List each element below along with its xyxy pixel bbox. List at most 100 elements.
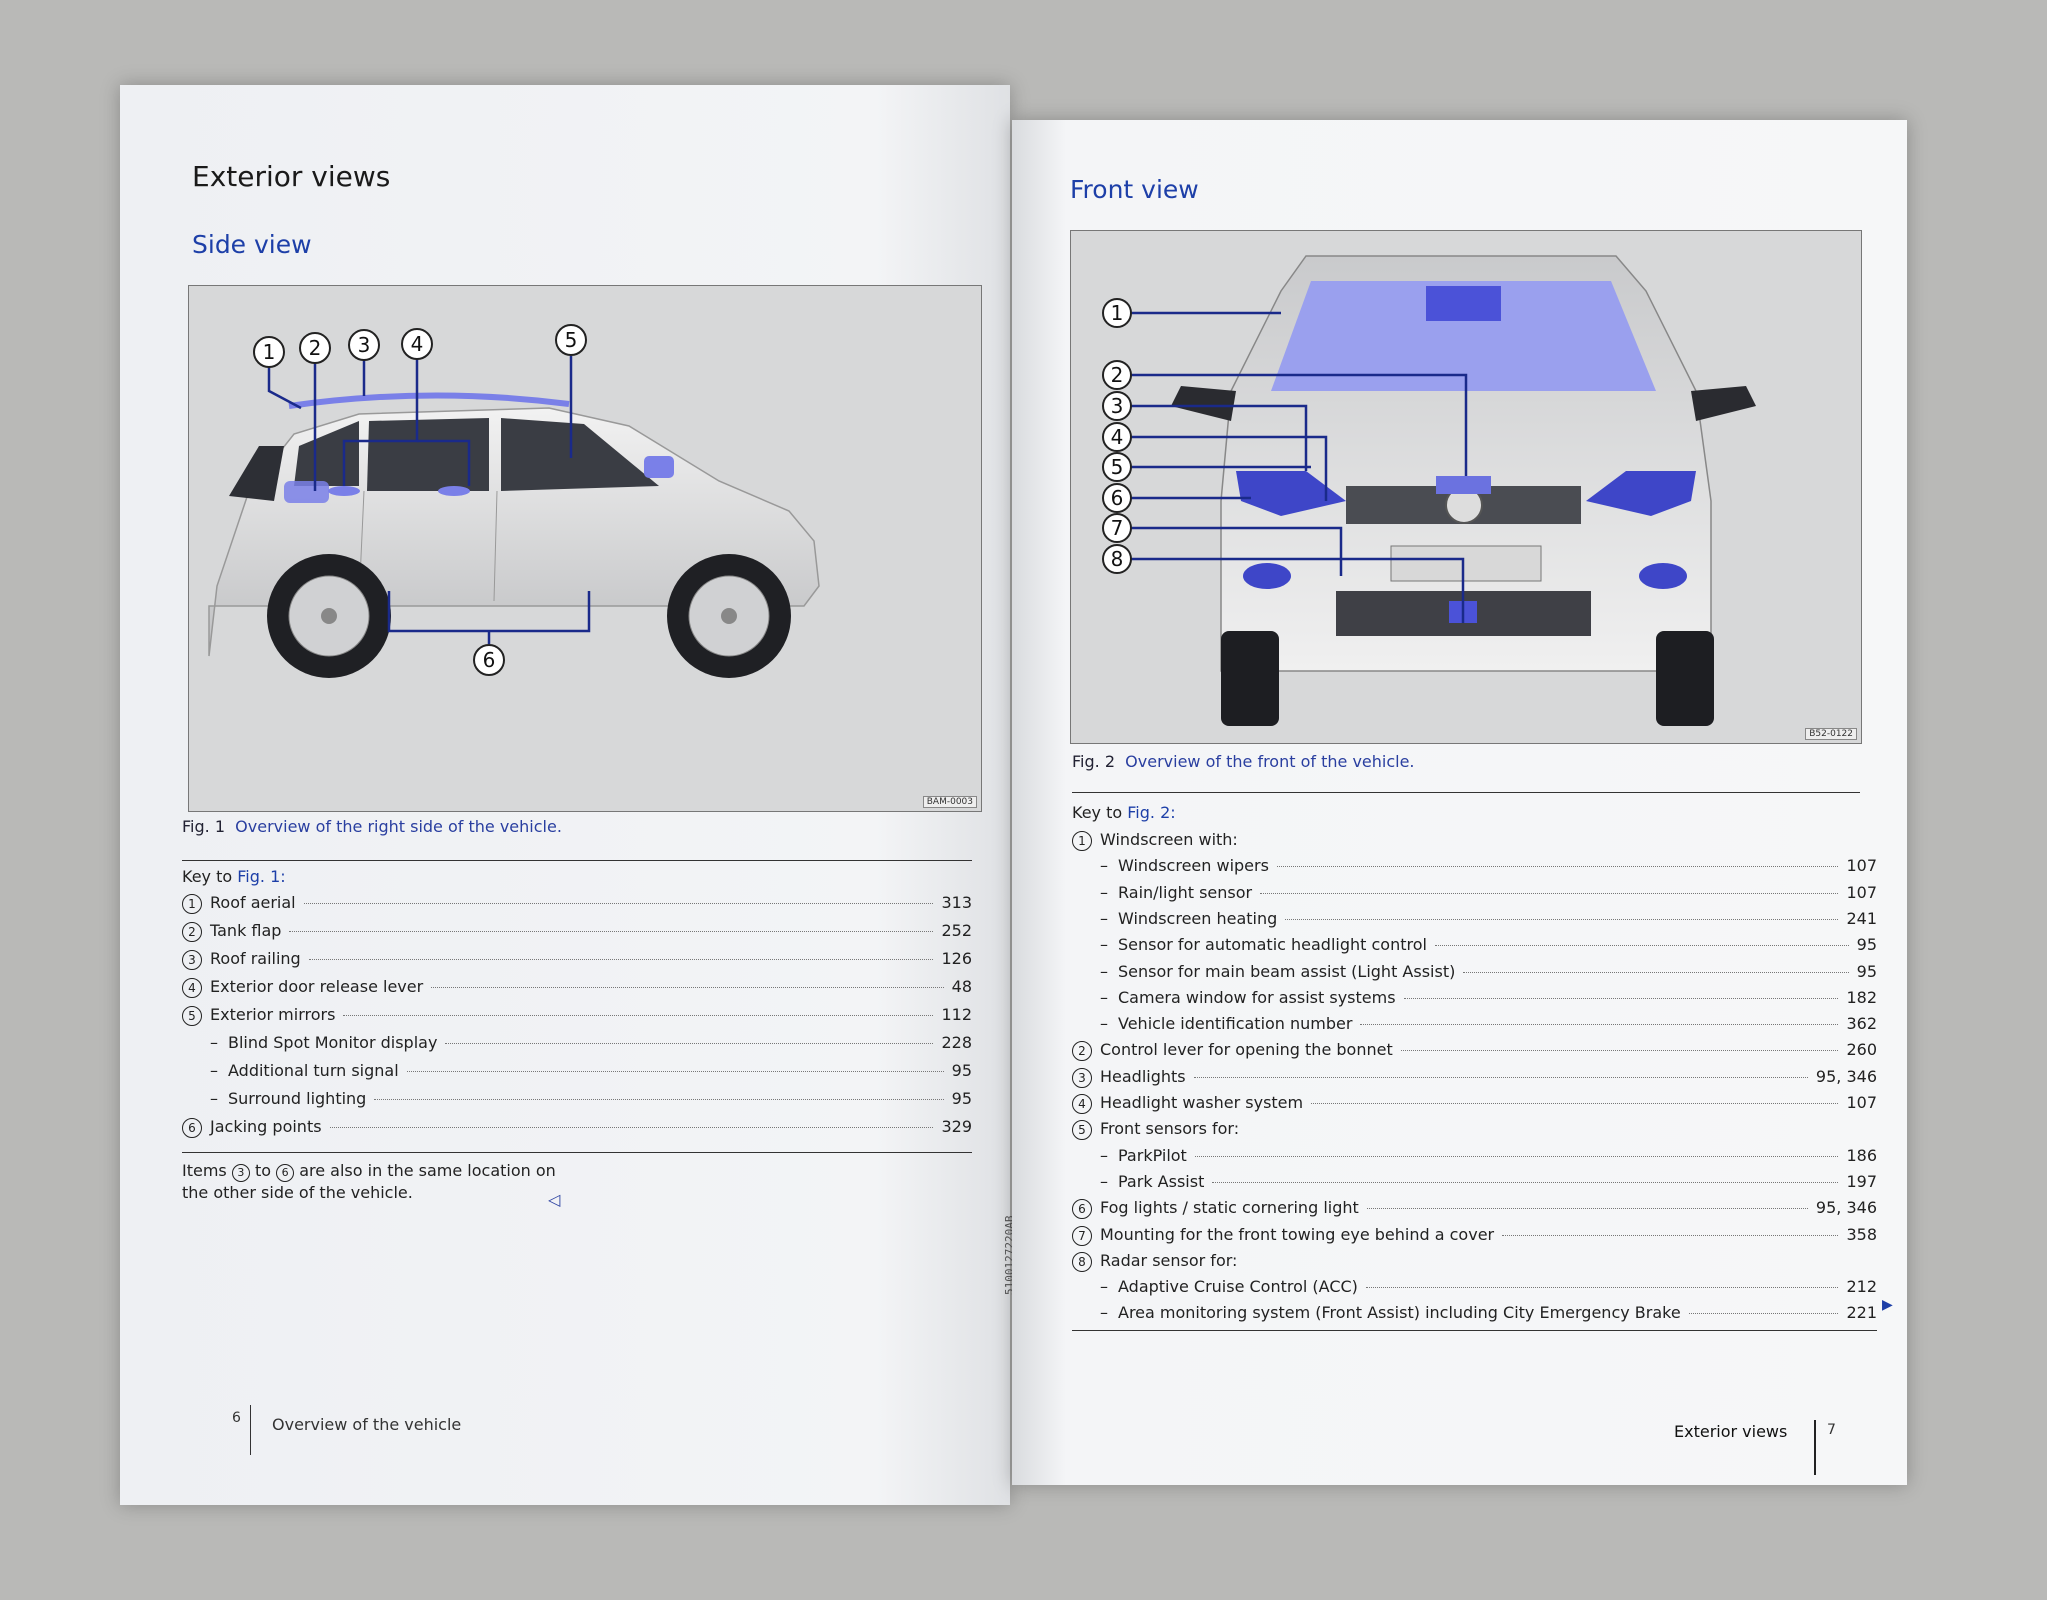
item-dash: – (1100, 1171, 1108, 1191)
item-label: Radar sensor for: (1100, 1250, 1238, 1270)
section-heading-side-view: Side view (192, 230, 312, 259)
item-page[interactable]: 126 (941, 949, 972, 968)
item-page[interactable]: 260 (1846, 1040, 1877, 1060)
item-page[interactable]: 95 (951, 1061, 972, 1080)
item-page[interactable]: 107 (1846, 1093, 1877, 1112)
divider (182, 1152, 972, 1153)
item-dash: – (1100, 1303, 1108, 1323)
figure-code: BAM-0003 (922, 796, 977, 808)
item-label: Headlight washer system (1100, 1093, 1304, 1112)
item-number: 6 (1072, 1199, 1092, 1220)
key-item: 1 Windscreen with: (1072, 830, 1877, 851)
item-number: 3 (1072, 1067, 1092, 1088)
item-page[interactable]: 95 (1856, 935, 1877, 955)
item-page[interactable]: 95, 346 (1815, 1198, 1877, 1218)
item-page[interactable]: 95 (1856, 961, 1877, 981)
item-page[interactable]: 107 (1846, 882, 1877, 902)
running-footer: Exterior views (1674, 1422, 1788, 1441)
caption-figure-label: Fig. 1 (182, 817, 225, 836)
item-dash: – (1100, 882, 1108, 902)
item-dash: – (1100, 987, 1108, 1007)
svg-text:2: 2 (1111, 363, 1124, 387)
figure-caption: Fig. 2 Overview of the front of the vehi… (1072, 752, 1415, 771)
callout-5: 5 (555, 324, 587, 356)
item-label: Roof railing (210, 949, 301, 968)
leader-dots (406, 1071, 944, 1072)
item-dash: – (1100, 1277, 1108, 1297)
item-dash: – (1100, 935, 1108, 955)
item-label: Exterior door release lever (210, 977, 424, 996)
svg-text:1: 1 (1111, 301, 1124, 325)
item-page[interactable]: 252 (941, 921, 972, 940)
callout-6: 6 (1102, 483, 1132, 513)
item-label: Jacking points (210, 1117, 322, 1136)
svg-text:5: 5 (565, 328, 578, 352)
callout-2: 2 (299, 332, 331, 364)
item-page[interactable]: 48 (951, 977, 972, 996)
leader-dots (1400, 1050, 1839, 1052)
item-number: 2 (1072, 1041, 1092, 1062)
item-page[interactable]: 95 (951, 1089, 972, 1108)
item-label: Additional turn signal (228, 1061, 399, 1080)
item-label: Roof aerial (210, 893, 296, 912)
item-page[interactable]: 329 (941, 1117, 972, 1136)
item-page[interactable]: 112 (941, 1005, 972, 1024)
side-view-car-illustration: 1 2 3 4 5 6 (208, 324, 820, 678)
leader-dots (431, 987, 944, 988)
item-page[interactable]: 241 (1846, 908, 1877, 928)
item-number: 1 (1072, 831, 1092, 851)
leader-dots (303, 903, 934, 904)
item-label: Sensor for main beam assist (Light Assis… (1118, 961, 1456, 981)
svg-text:8: 8 (1111, 547, 1124, 571)
continue-arrow-icon: ▶ (1882, 1297, 1893, 1313)
item-label: Area monitoring system (Front Assist) in… (1118, 1303, 1681, 1323)
item-page[interactable]: 313 (941, 893, 972, 912)
svg-text:6: 6 (483, 648, 496, 672)
leader-dots (1360, 1024, 1839, 1026)
item-label: Windscreen wipers (1118, 856, 1269, 876)
leader-dots (445, 1043, 934, 1044)
item-number: 5 (1072, 1120, 1092, 1141)
item-label: Camera window for assist systems (1118, 987, 1396, 1007)
item-label: Adaptive Cruise Control (ACC) (1118, 1277, 1358, 1297)
svg-text:2: 2 (309, 336, 322, 360)
item-number: 4 (182, 978, 202, 998)
item-page[interactable]: 95, 346 (1815, 1066, 1877, 1086)
key-item: –Camera window for assist systems 182 (1100, 988, 1877, 1007)
item-label: Park Assist (1118, 1171, 1205, 1191)
item-page[interactable]: 358 (1846, 1224, 1877, 1244)
item-label: Windscreen with: (1100, 830, 1238, 849)
item-page[interactable]: 182 (1846, 987, 1877, 1007)
item-page[interactable]: 212 (1846, 1277, 1877, 1297)
svg-text:1: 1 (263, 340, 276, 364)
item-page[interactable]: 221 (1846, 1303, 1877, 1323)
leader-dots (1311, 1103, 1839, 1104)
leader-dots (1403, 997, 1839, 999)
callout-3: 3 (348, 329, 380, 361)
caption-figure-label: Fig. 2 (1072, 752, 1115, 771)
item-page[interactable]: 228 (941, 1033, 972, 1052)
item-page[interactable]: 197 (1846, 1171, 1877, 1191)
figure-caption: Fig. 1 Overview of the right side of the… (182, 817, 562, 836)
key-heading: Key to Fig. 1: (182, 867, 286, 886)
item-page[interactable]: 186 (1846, 1145, 1877, 1165)
rear-wheel (267, 554, 391, 678)
callout-4: 4 (1102, 422, 1132, 452)
item-page[interactable]: 362 (1846, 1014, 1877, 1034)
item-number: 3 (182, 950, 202, 970)
item-dash: – (210, 1089, 218, 1108)
callout-4: 4 (401, 328, 433, 360)
item-label: Exterior mirrors (210, 1005, 336, 1024)
page-title: Exterior views (192, 160, 391, 193)
item-page[interactable]: 107 (1846, 856, 1877, 876)
